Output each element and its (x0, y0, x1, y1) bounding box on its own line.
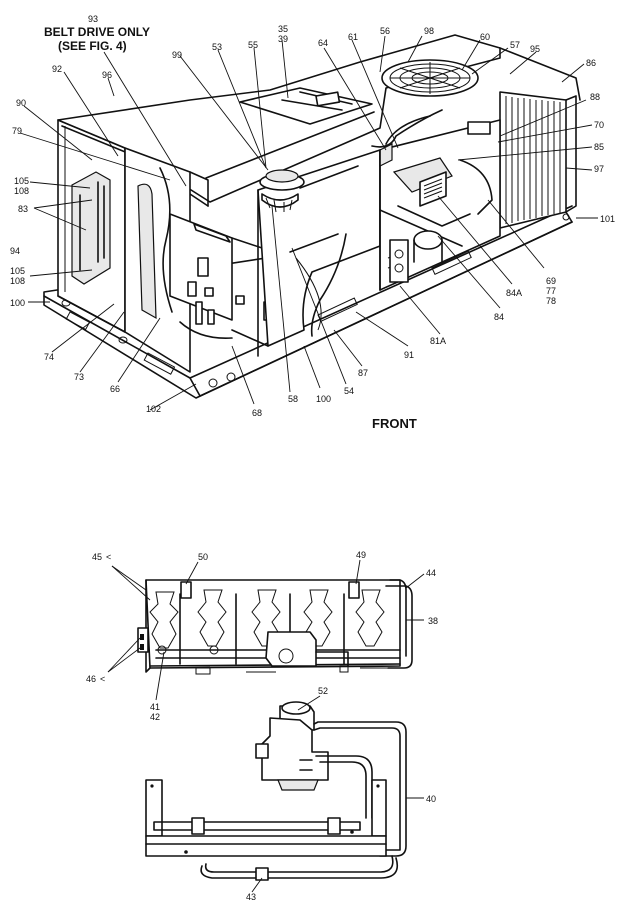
callout-81a: 81A (430, 336, 446, 346)
callout-96: 96 (102, 70, 112, 80)
callout-98: 98 (424, 26, 434, 36)
callout-97: 97 (594, 164, 604, 174)
callout-105b: 105 (10, 266, 25, 276)
callout-108a: 108 (14, 186, 29, 196)
callout-87: 87 (358, 368, 368, 378)
belt-drive-note-line2: (SEE FIG. 4) (58, 39, 127, 53)
top-callouts: 93 92 96 90 79 105 108 83 94 105 108 100… (10, 14, 615, 418)
callout-85: 85 (594, 142, 604, 152)
callout-79: 79 (12, 126, 22, 136)
callout-100b: 100 (316, 394, 331, 404)
callout-52: 52 (318, 686, 328, 696)
callout-46: 46 (86, 674, 96, 684)
callout-39: 39 (278, 34, 288, 44)
gas-valve-drawing (145, 701, 407, 881)
callout-99: 99 (172, 50, 182, 60)
callout-55: 55 (248, 40, 258, 50)
callout-93: 93 (88, 14, 98, 24)
callout-74: 74 (44, 352, 54, 362)
callout-102: 102 (146, 404, 161, 414)
callout-90: 90 (16, 98, 26, 108)
callout-66: 66 (110, 384, 120, 394)
burner-callouts: 45 < 50 49 44 38 46 < 41 42 52 40 43 (86, 550, 438, 902)
callout-49: 49 (356, 550, 366, 560)
callout-78: 78 (546, 296, 556, 306)
callout-77: 77 (546, 286, 556, 296)
callout-91: 91 (404, 350, 414, 360)
callout-41: 41 (150, 702, 160, 712)
callout-86: 86 (586, 58, 596, 68)
callout-88: 88 (590, 92, 600, 102)
callout-105a: 105 (14, 176, 29, 186)
callout-35: 35 (278, 24, 288, 34)
callout-44: 44 (426, 568, 436, 578)
callout-56: 56 (380, 26, 390, 36)
callout-84: 84 (494, 312, 504, 322)
callout-95: 95 (530, 44, 540, 54)
callout-64: 64 (318, 38, 328, 48)
callout-60: 60 (480, 32, 490, 42)
callout-58: 58 (288, 394, 298, 404)
callout-50: 50 (198, 552, 208, 562)
burner-leader-lines (107, 559, 425, 893)
callout-100a: 100 (10, 298, 25, 308)
callout-92: 92 (52, 64, 62, 74)
callout-46-arrow: < (100, 674, 105, 684)
callout-53: 53 (212, 42, 222, 52)
callout-69: 69 (546, 276, 556, 286)
callout-42: 42 (150, 712, 160, 722)
callout-94: 94 (10, 246, 20, 256)
callout-57: 57 (510, 40, 520, 50)
callout-68: 68 (252, 408, 262, 418)
callout-83: 83 (18, 204, 28, 214)
callout-61: 61 (348, 32, 358, 42)
callout-38: 38 (428, 616, 438, 626)
callout-73: 73 (74, 372, 84, 382)
burner-manifold-drawing (137, 579, 413, 675)
callout-101: 101 (600, 214, 615, 224)
callout-70: 70 (594, 120, 604, 130)
callout-84a: 84A (506, 288, 522, 298)
belt-drive-note-line1: BELT DRIVE ONLY (44, 25, 150, 39)
callout-45-arrow: < (106, 552, 111, 562)
callout-40: 40 (426, 794, 436, 804)
callout-54: 54 (344, 386, 354, 396)
callout-43: 43 (246, 892, 256, 902)
front-label: FRONT (372, 416, 417, 431)
callout-108b: 108 (10, 276, 25, 286)
top-leader-lines (19, 35, 598, 411)
rooftop-unit-drawing (43, 34, 581, 399)
callout-45: 45 (92, 552, 102, 562)
